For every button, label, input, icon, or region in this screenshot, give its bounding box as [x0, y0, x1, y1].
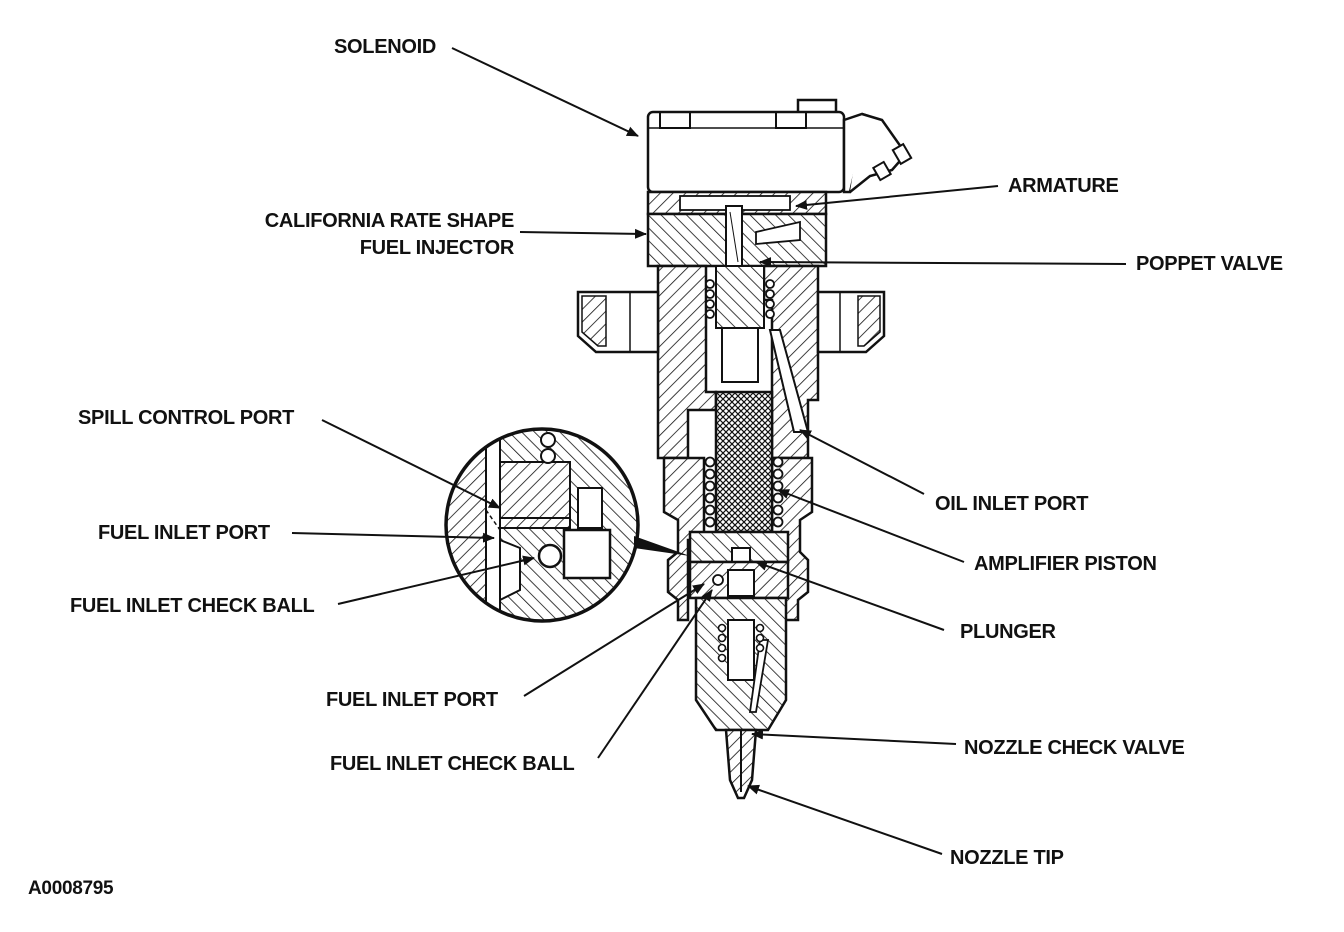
label-nozzle-check-valve: NOZZLE CHECK VALVE — [964, 737, 1185, 759]
label-plunger: PLUNGER — [960, 621, 1056, 643]
leader-spill-control-port — [321, 419, 501, 509]
poppet-spring — [705, 279, 775, 319]
label-nozzle-tip: NOZZLE TIP — [950, 847, 1064, 869]
label-fuel-inlet-check-ball-detail: FUEL INLET CHECK BALL — [70, 595, 315, 617]
leader-solenoid — [451, 47, 639, 137]
solenoid-body — [646, 110, 846, 194]
label-poppet-valve: POPPET VALVE — [1136, 253, 1283, 275]
leader-fuel-inlet-port — [523, 583, 705, 697]
figure-id: A0008795 — [28, 878, 114, 899]
label-solenoid: SOLENOID — [334, 36, 437, 58]
label-fuel-inlet-port-detail: FUEL INLET PORT — [98, 522, 270, 544]
label-oil-inlet-port: OIL INLET PORT — [935, 493, 1089, 515]
leader-fuel-injector — [519, 228, 647, 239]
detail-magnifier — [444, 427, 690, 623]
label-spill-control-port: SPILL CONTROL PORT — [78, 407, 295, 429]
nozzle-body — [694, 596, 788, 732]
label-armature: ARMATURE — [1008, 175, 1119, 197]
label-fuel-inlet-check-ball: FUEL INLET CHECK BALL — [330, 753, 575, 775]
leader-poppet-valve — [759, 257, 1127, 268]
label-fuel-injector-line2: FUEL INJECTOR — [359, 237, 515, 259]
leader-lines — [291, 47, 1127, 855]
leader-armature — [795, 185, 999, 210]
injector-main-body — [656, 264, 820, 460]
leader-plunger — [755, 561, 945, 631]
leader-nozzle-check-valve — [751, 729, 957, 745]
amplifier-piston — [714, 390, 774, 534]
solenoid-connector — [796, 98, 913, 194]
leader-fuel-inlet-check-ball-detail — [337, 555, 535, 605]
mounting-flange — [576, 290, 886, 354]
label-fuel-inlet-port: FUEL INLET PORT — [326, 689, 498, 711]
label-fuel-injector-title: CALIFORNIA RATE SHAPE FUEL INJECTOR — [226, 208, 515, 262]
leader-fuel-inlet-check-ball — [597, 589, 713, 759]
leader-amplifier-piston — [777, 489, 965, 563]
label-amplifier-piston: AMPLIFIER PISTON — [974, 553, 1157, 575]
leader-oil-inlet-port — [799, 429, 925, 495]
leader-fuel-inlet-port-detail — [291, 532, 495, 543]
injector-upper-block — [646, 205, 828, 268]
label-fuel-injector-line1: CALIFORNIA RATE SHAPE — [264, 210, 515, 232]
leader-nozzle-tip — [747, 784, 943, 855]
